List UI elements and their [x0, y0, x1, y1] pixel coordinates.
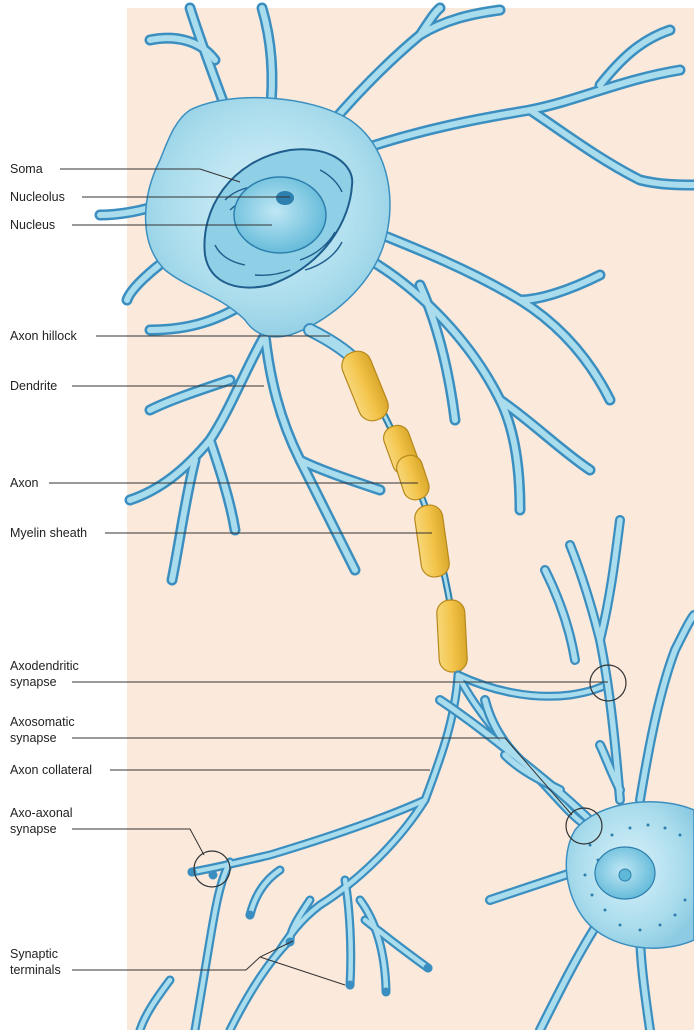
- dendrites: [100, 8, 694, 580]
- label-synaptic-2: terminals: [10, 963, 61, 978]
- label-axosomatic-1: Axosomatic: [10, 715, 75, 730]
- label-axoaxonal-2: synapse: [10, 822, 57, 837]
- axon-terminals: [140, 675, 613, 1030]
- nucleolus: [276, 191, 294, 205]
- second-nucleolus: [619, 869, 631, 881]
- nucleus: [234, 177, 326, 253]
- label-axodendritic-2: synapse: [10, 675, 57, 690]
- label-axoaxonal-1: Axo-axonal: [10, 806, 73, 821]
- label-axon-collateral: Axon collateral: [10, 763, 92, 778]
- second-neuron: [440, 520, 694, 1030]
- label-synaptic-1: Synaptic: [10, 947, 58, 962]
- label-nucleus: Nucleus: [10, 218, 55, 233]
- label-dendrite: Dendrite: [10, 379, 57, 394]
- label-soma: Soma: [10, 162, 43, 177]
- label-axodendritic-1: Axodendritic: [10, 659, 79, 674]
- label-axon: Axon: [10, 476, 39, 491]
- label-nucleolus: Nucleolus: [10, 190, 65, 205]
- label-axosomatic-2: synapse: [10, 731, 57, 746]
- label-myelin-sheath: Myelin sheath: [10, 526, 87, 541]
- label-axon-hillock: Axon hillock: [10, 329, 77, 344]
